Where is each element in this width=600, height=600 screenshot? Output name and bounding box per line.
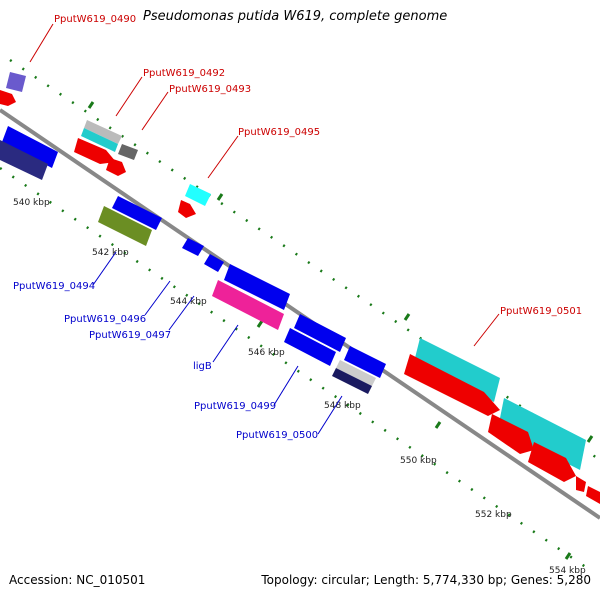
gene-arrow-blue-f[interactable] [294,314,346,352]
gene-label-0495[interactable]: PputW619_0495 [238,127,320,138]
gene-arrow-blue-c[interactable] [182,238,204,256]
accession-text: Accession: NC_010501 [9,573,146,587]
gene-arrow-blue-g[interactable] [284,328,336,366]
gene-arrow-cyan-0492[interactable] [81,128,118,152]
gene-arrow-red-c[interactable] [178,200,196,218]
genome-summary-text: Topology: circular; Length: 5,774,330 bp… [261,573,591,587]
gene-label-0497[interactable]: PputW619_0497 [89,330,171,341]
gene-arrow-navy-a[interactable] [0,140,48,180]
gene-label-0492[interactable]: PputW619_0492 [143,68,225,79]
gene-label-0501[interactable]: PputW619_0501 [500,306,582,317]
scale-label: 540 kbp [13,198,50,208]
gene-arrow-cyan-0501b[interactable] [498,398,586,470]
scale-label: 548 kbp [324,401,361,411]
reverse-features [0,126,386,394]
gene-arrow-cyan-0501a[interactable] [414,338,500,402]
gene-arrow-blue-e[interactable] [224,264,290,310]
gene-arrow-red-0491[interactable] [0,90,16,106]
gene-label-0499[interactable]: PputW619_0499 [194,401,276,412]
gene-arrow-red-a[interactable] [74,138,116,164]
leader-lines-forward [29,23,500,347]
scale-label: 554 kbp [549,566,586,576]
organism-title: Pseudomonas putida W619, complete genome [143,9,448,24]
gene-arrow-silver-0500[interactable] [336,360,376,386]
tick-track-outer [9,58,600,462]
gene-arrow-navy-0500[interactable] [332,368,372,394]
gene-arrow-blue-b[interactable] [112,196,162,230]
gene-arrow-blue-a[interactable] [2,126,58,168]
gene-arrow-red-b[interactable] [106,158,126,176]
gene-label-0490[interactable]: PputW619_0490 [54,14,136,25]
gene-arrow-red-f[interactable] [528,442,576,482]
gene-arrow-cyan-0495[interactable] [185,184,211,206]
scale-label: 546 kbp [248,348,285,358]
gene-label-0500[interactable]: PputW619_0500 [236,430,318,441]
gene-arrow-red-d[interactable] [404,354,500,416]
gene-label-0494[interactable]: PputW619_0494 [13,281,95,292]
scale-labels: 540 kbp 542 kbp 544 kbp 546 kbp 548 kbp … [13,198,586,576]
gene-arrow-olive-0494[interactable] [98,206,152,246]
gene-arrow-silver-0492[interactable] [84,120,122,144]
gene-arrow-blue-h[interactable] [344,346,386,378]
gene-arrow-magenta-ligB[interactable] [212,280,284,330]
gene-arrow-red-h[interactable] [586,486,600,504]
gene-label-0493[interactable]: PputW619_0493 [169,84,251,95]
gene-arrow-red-g[interactable] [576,476,586,492]
forward-features [0,72,600,504]
gene-label-0496[interactable]: PputW619_0496 [64,314,146,325]
scale-label: 552 kbp [475,510,512,520]
gene-arrow-red-e[interactable] [488,414,534,454]
scale-label: 544 kbp [170,297,207,307]
scale-label: 542 kbp [92,248,129,258]
gene-arrow-blue-d[interactable] [204,254,224,272]
gene-label-ligB[interactable]: ligB [193,361,212,372]
leader-lines-reverse [92,251,343,435]
gene-arrow-grey-0493[interactable] [118,144,138,160]
scale-label: 550 kbp [400,456,437,466]
gene-arrow-purple[interactable] [6,72,26,92]
